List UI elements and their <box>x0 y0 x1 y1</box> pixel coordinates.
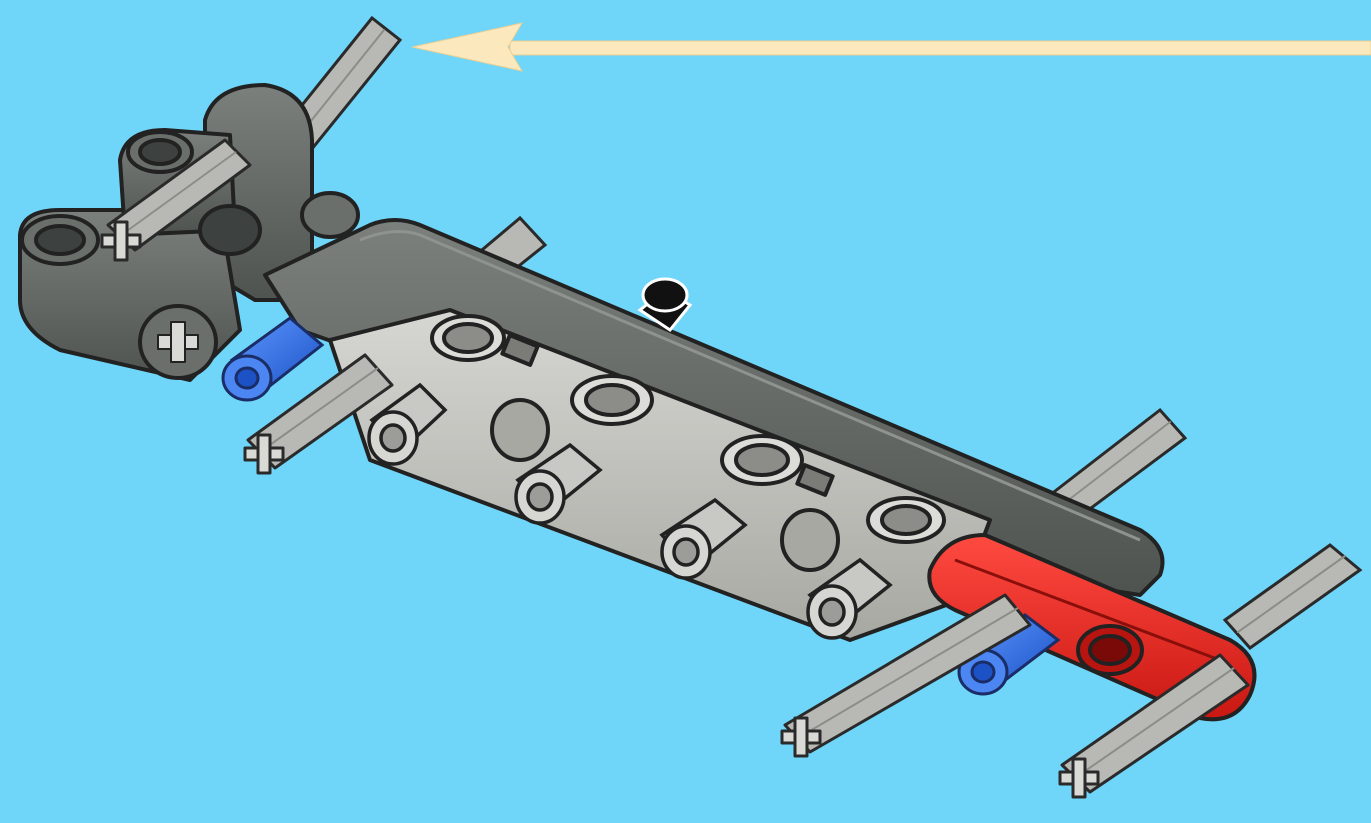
pin-icon <box>221 316 325 402</box>
arrow-left-icon <box>411 22 1371 72</box>
pin-icon <box>957 613 1061 696</box>
arrow-shaft <box>509 40 1371 56</box>
axle-icon <box>100 138 1250 799</box>
pin-icon <box>367 382 893 640</box>
arrow-head <box>411 22 524 72</box>
cross-hole-icon <box>157 321 199 363</box>
liftarm-icon <box>927 533 1257 722</box>
cross-end <box>100 220 142 262</box>
pin-icon <box>637 277 693 333</box>
